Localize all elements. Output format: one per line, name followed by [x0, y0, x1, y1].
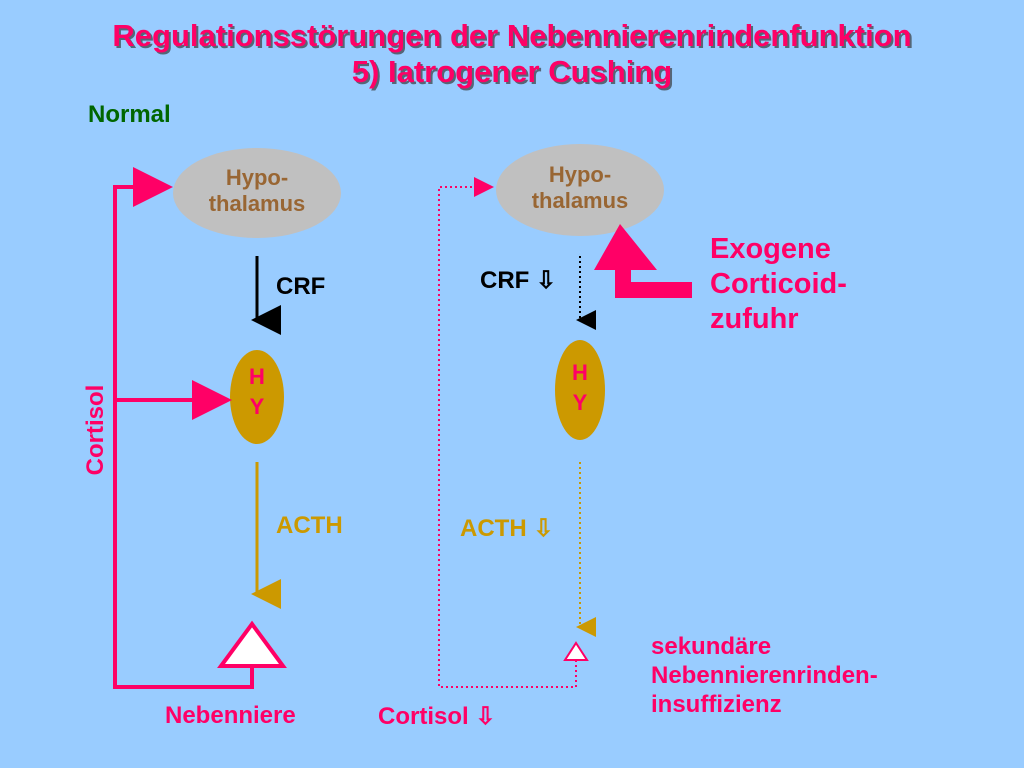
exogen-corticoid-arrow [594, 224, 692, 298]
right-hy-line-1: H [572, 360, 588, 385]
title-line-1: Regulationsstörungen der Nebennierenrind… [112, 18, 912, 53]
right-nebenniere-triangle [563, 641, 589, 661]
left-hypothalamus-shape [173, 148, 341, 238]
left-nebenniere-triangle [217, 620, 287, 668]
left-hy-line-1: H [249, 364, 265, 389]
right-hypophyse: H Y [560, 358, 600, 418]
slide-title: Regulationsstörungen der Nebennierenrind… [0, 18, 1024, 90]
left-hypothalamus: Hypo- thalamus [177, 165, 337, 217]
right-hy-line-2: Y [572, 390, 588, 415]
right-crf-label: CRF ⇩ [480, 267, 557, 294]
exogen-corticoid-label: Exogene Corticoid- zufuhr [710, 232, 847, 337]
left-hy-line-2: Y [249, 394, 265, 419]
left-acth-label: ACTH [276, 512, 343, 539]
left-cortisol-feedback-line [113, 167, 254, 689]
left-cortisol-label: Cortisol [82, 384, 109, 476]
sekundaer-line-1: sekundäre [651, 633, 772, 660]
right-hypophyse-shape [555, 340, 605, 440]
sekundaer-line-2: Nebennierenrinden- [651, 662, 878, 689]
nebenniere-label: Nebenniere [165, 702, 296, 729]
left-crf-label: CRF [276, 273, 326, 300]
left-hypothalamus-line-1: Hypo- [225, 165, 289, 190]
right-hypothalamus-line-1: Hypo- [548, 162, 612, 187]
title-line-2: 5) Iatrogener Cushing [351, 54, 673, 89]
left-hypophyse-shape [230, 350, 284, 444]
right-hypothalamus-line-2: thalamus [531, 188, 629, 213]
exogen-line-1: Exogene [710, 233, 831, 265]
sekundaer-line-3: insuffizienz [651, 691, 782, 718]
left-hypothalamus-line-2: thalamus [208, 191, 306, 216]
exogen-line-2: Corticoid- [710, 268, 847, 300]
sekundaer-insuffizienz-label: sekundäre Nebennierenrinden- insuffizien… [651, 632, 878, 719]
right-hypothalamus: Hypo- thalamus [500, 162, 660, 214]
exogen-line-3: zufuhr [710, 303, 799, 335]
right-cortisol-label: Cortisol ⇩ [378, 703, 496, 730]
right-cortisol-feedback-line [438, 177, 577, 688]
right-acth-label: ACTH ⇩ [460, 515, 554, 542]
normal-label: Normal [88, 101, 171, 128]
left-hypophyse: H Y [237, 362, 277, 422]
right-hypothalamus-shape [496, 144, 664, 236]
